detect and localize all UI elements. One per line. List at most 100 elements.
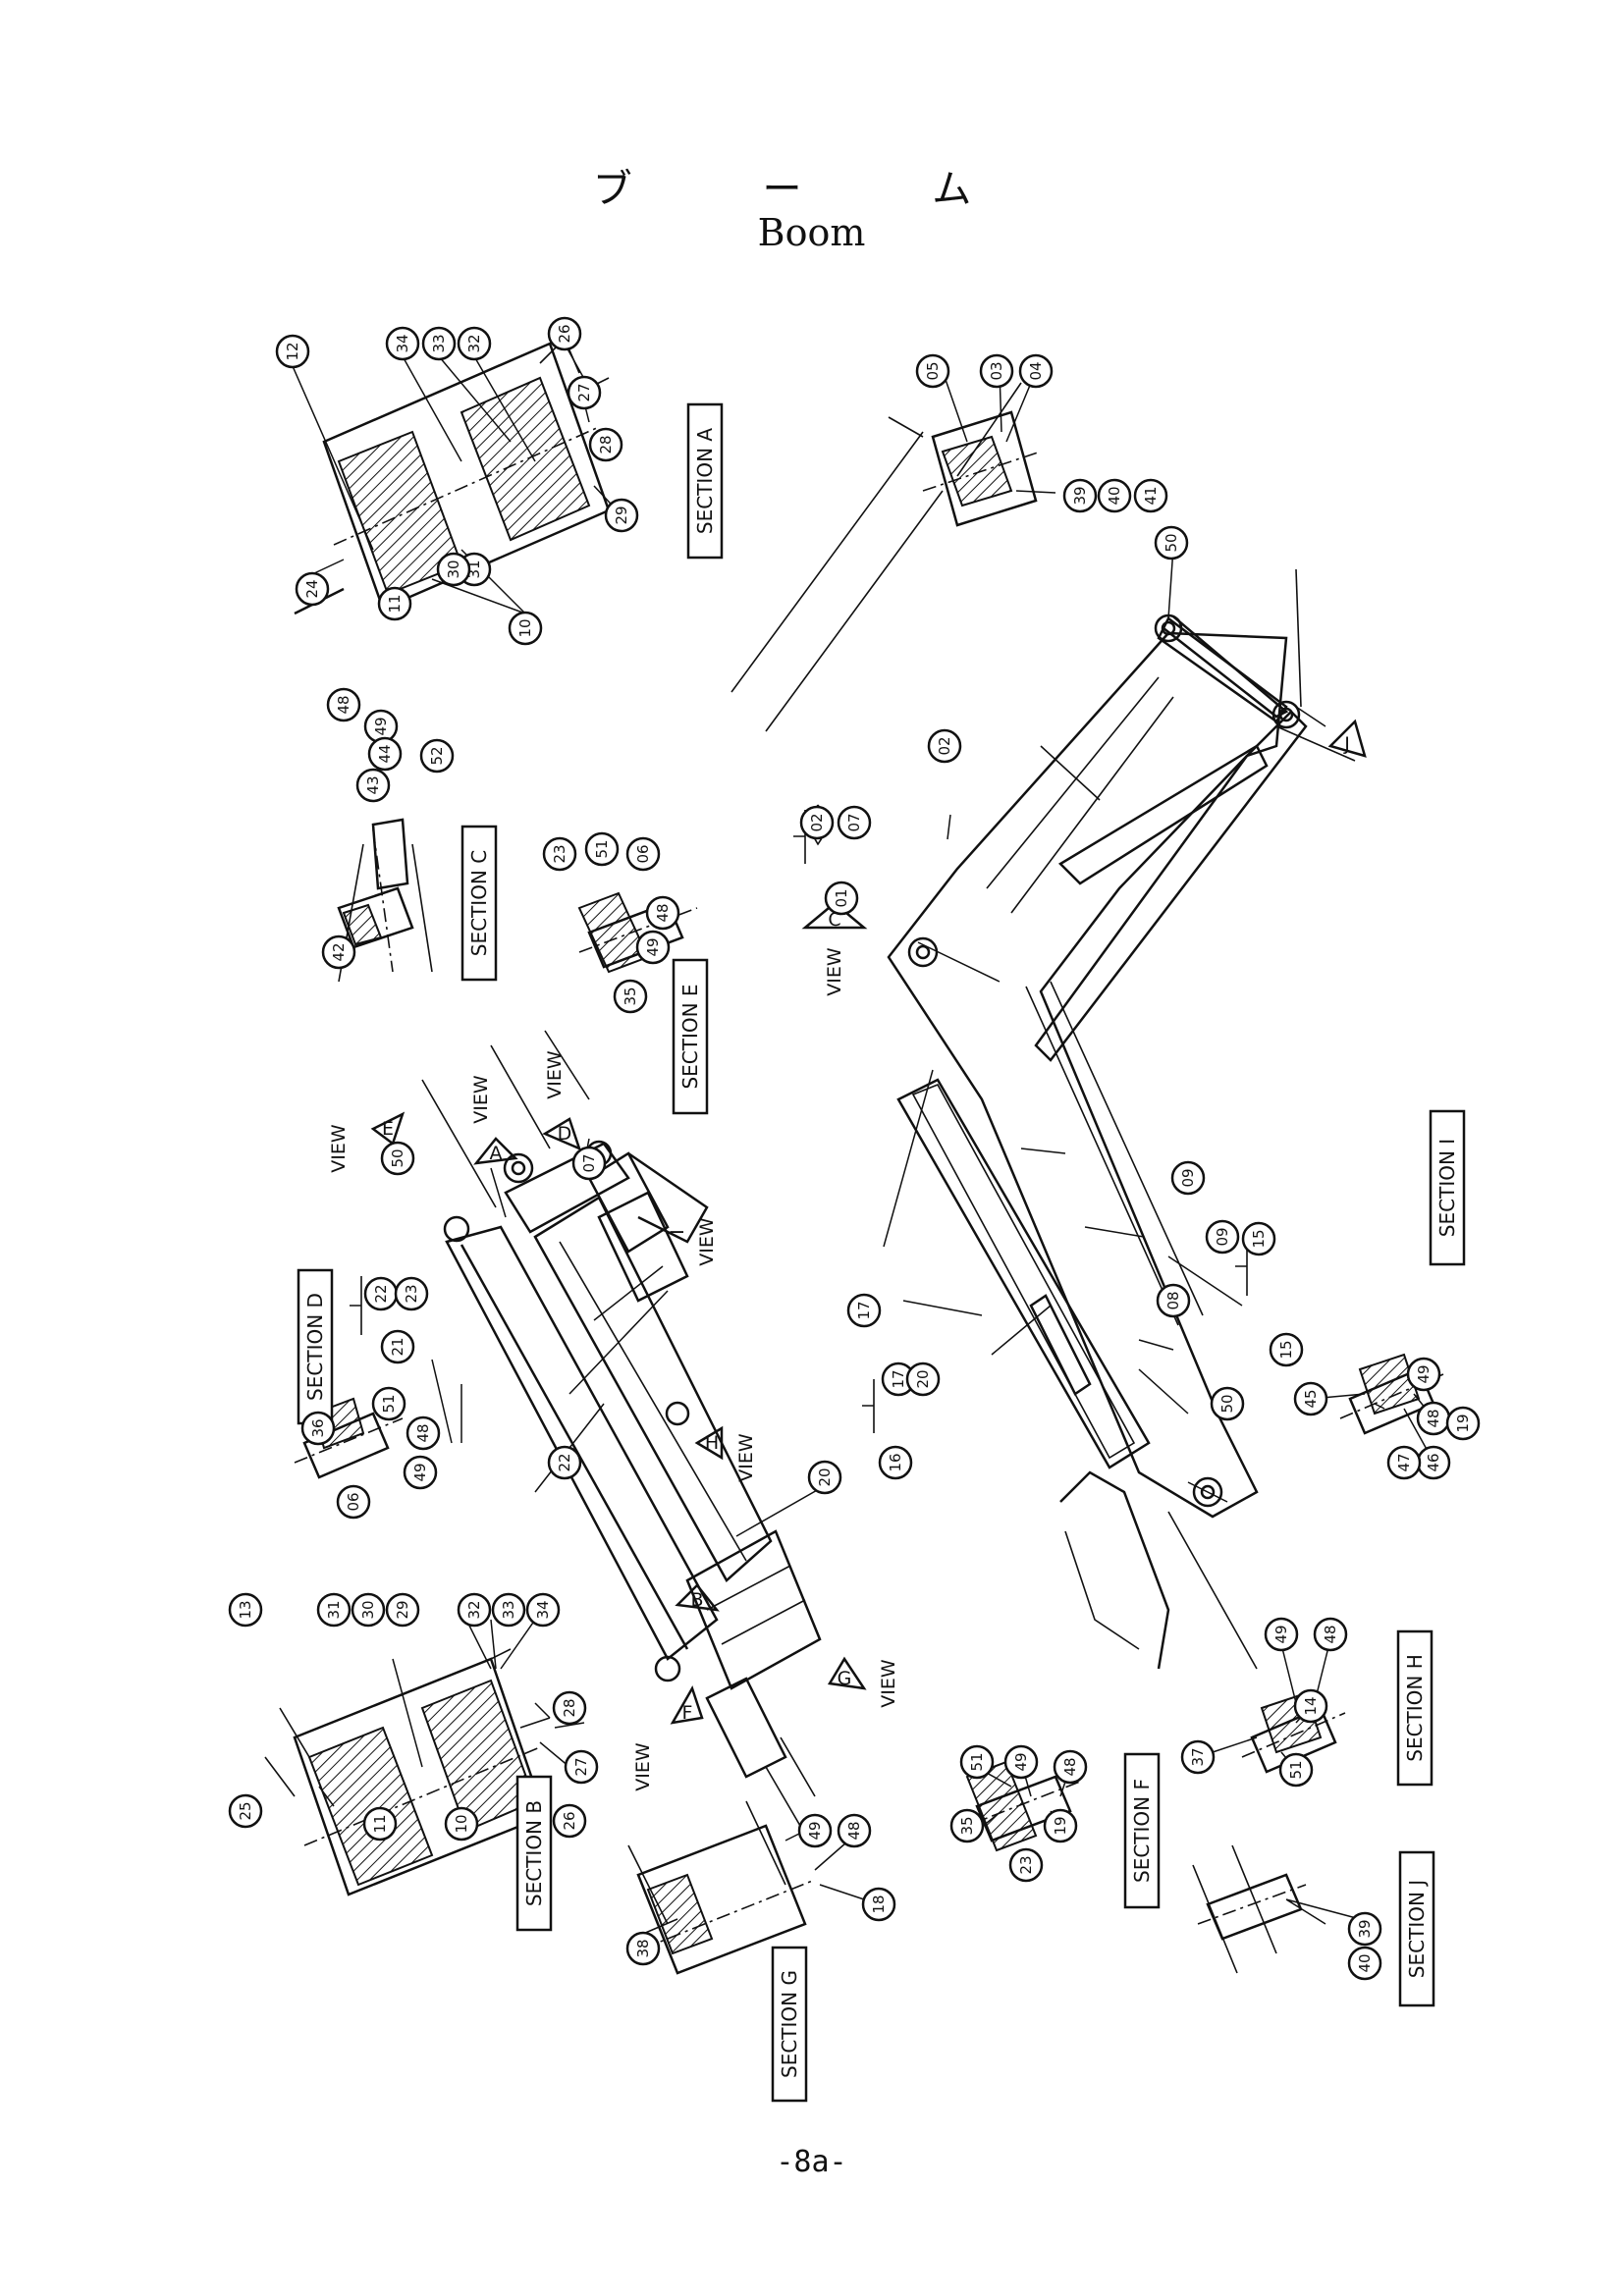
part-number-43: 43 bbox=[355, 768, 391, 803]
section-label-j: SECTION J bbox=[1398, 1850, 1435, 2007]
part-number-20: 20 bbox=[807, 1460, 842, 1495]
svg-text:48: 48 bbox=[845, 1821, 863, 1840]
svg-text:13: 13 bbox=[237, 1600, 254, 1619]
section-label-a: SECTION A bbox=[686, 402, 724, 560]
svg-text:29: 29 bbox=[394, 1600, 411, 1619]
part-number-12: 12 bbox=[275, 334, 310, 369]
part-number-31: 31 bbox=[316, 1592, 352, 1628]
view-d-marker: D VIEW bbox=[542, 1050, 582, 1151]
svg-text:VIEW: VIEW bbox=[735, 1433, 757, 1482]
part-number-48: 48 bbox=[645, 895, 680, 931]
view-b-marker: B bbox=[675, 1583, 720, 1612]
view-g-marker: G VIEW bbox=[827, 1656, 899, 1708]
section-c-detail bbox=[337, 818, 433, 983]
title-japanese: ブ ー ム bbox=[592, 167, 1031, 212]
svg-text:46: 46 bbox=[1425, 1453, 1442, 1471]
part-number-17: 17 bbox=[881, 1362, 916, 1397]
svg-text:05: 05 bbox=[924, 361, 942, 380]
svg-text:51: 51 bbox=[968, 1752, 986, 1771]
part-number-18: 18 bbox=[861, 1887, 896, 1922]
svg-text:04: 04 bbox=[1027, 361, 1045, 380]
part-number-19: 19 bbox=[1043, 1808, 1078, 1843]
section-label-f: SECTION F bbox=[1123, 1752, 1161, 1909]
section-label-e: SECTION E bbox=[672, 958, 709, 1115]
section-labels: SECTION A SECTION B SECTION C SECTION D … bbox=[297, 402, 1466, 2103]
part-number-48: 48 bbox=[1053, 1749, 1088, 1785]
part-number-04: 04 bbox=[1018, 353, 1054, 389]
svg-text:33: 33 bbox=[500, 1600, 517, 1619]
svg-text:E: E bbox=[382, 1118, 394, 1140]
section-label-c: SECTION C bbox=[460, 825, 498, 982]
part-number-19: 19 bbox=[1445, 1406, 1481, 1441]
svg-text:VIEW: VIEW bbox=[632, 1742, 654, 1791]
svg-text:SECTION J: SECTION J bbox=[1405, 1880, 1429, 1978]
part-number-39: 39 bbox=[1347, 1911, 1382, 1947]
svg-text:SECTION G: SECTION G bbox=[778, 1970, 801, 2078]
svg-text:22: 22 bbox=[556, 1453, 573, 1471]
svg-text:12: 12 bbox=[284, 342, 301, 360]
svg-text:49: 49 bbox=[644, 937, 662, 956]
svg-text:48: 48 bbox=[1425, 1409, 1442, 1427]
part-number-34: 34 bbox=[525, 1592, 561, 1628]
section-label-g: SECTION G bbox=[771, 1946, 808, 2103]
part-number-09: 09 bbox=[1170, 1160, 1206, 1196]
part-number-37: 37 bbox=[1180, 1739, 1216, 1775]
svg-text:19: 19 bbox=[1052, 1816, 1069, 1835]
svg-text:20: 20 bbox=[816, 1468, 834, 1486]
svg-text:48: 48 bbox=[1061, 1757, 1079, 1776]
svg-text:06: 06 bbox=[634, 844, 652, 863]
part-number-27: 27 bbox=[564, 1749, 599, 1785]
part-number-17: 17 bbox=[846, 1293, 882, 1328]
part-number-28: 28 bbox=[552, 1690, 587, 1726]
part-number-49: 49 bbox=[363, 709, 399, 744]
part-number-28: 28 bbox=[588, 427, 623, 462]
svg-text:48: 48 bbox=[654, 903, 672, 922]
part-number-42: 42 bbox=[321, 934, 356, 970]
view-markers: A VIEW B C VIEW D VIEW E VIEW F VIEW bbox=[328, 719, 1367, 1791]
svg-text:09: 09 bbox=[1214, 1227, 1231, 1246]
svg-text:SECTION F: SECTION F bbox=[1130, 1779, 1154, 1883]
svg-text:G: G bbox=[838, 1668, 852, 1689]
part-number-49: 49 bbox=[1264, 1617, 1299, 1652]
svg-text:41: 41 bbox=[1142, 486, 1160, 505]
svg-text:32: 32 bbox=[465, 1600, 483, 1619]
view-e-marker: E VIEW bbox=[328, 1111, 406, 1173]
svg-text:F: F bbox=[682, 1702, 693, 1724]
svg-text:D: D bbox=[558, 1123, 572, 1145]
svg-text:49: 49 bbox=[372, 717, 390, 735]
part-number-47: 47 bbox=[1386, 1445, 1422, 1480]
svg-text:39: 39 bbox=[1356, 1919, 1374, 1938]
part-number-32: 32 bbox=[457, 326, 492, 361]
part-number-52: 52 bbox=[419, 738, 455, 774]
page-number: -8a- bbox=[776, 2145, 847, 2179]
part-number-26: 26 bbox=[552, 1803, 587, 1839]
svg-text:28: 28 bbox=[597, 435, 615, 454]
view-f-marker: F VIEW bbox=[632, 1684, 704, 1791]
svg-text:18: 18 bbox=[870, 1895, 888, 1913]
svg-text:50: 50 bbox=[389, 1148, 406, 1167]
svg-text:47: 47 bbox=[1395, 1453, 1413, 1471]
part-number-33: 33 bbox=[421, 326, 457, 361]
part-number-07: 07 bbox=[837, 805, 872, 840]
svg-text:42: 42 bbox=[330, 942, 348, 961]
svg-text:10: 10 bbox=[453, 1814, 470, 1833]
svg-text:27: 27 bbox=[572, 1757, 590, 1776]
svg-text:38: 38 bbox=[634, 1939, 652, 1957]
view-j-marker: J bbox=[1327, 719, 1367, 758]
part-number-08: 08 bbox=[1156, 1283, 1191, 1318]
svg-text:VIEW: VIEW bbox=[878, 1659, 899, 1708]
svg-text:49: 49 bbox=[1012, 1752, 1030, 1771]
svg-text:49: 49 bbox=[1272, 1625, 1290, 1643]
section-j-detail bbox=[1192, 1844, 1307, 1974]
svg-text:06: 06 bbox=[345, 1492, 362, 1511]
svg-text:43: 43 bbox=[364, 775, 382, 794]
svg-text:50: 50 bbox=[1218, 1394, 1236, 1413]
svg-text:51: 51 bbox=[380, 1394, 398, 1413]
part-number-48: 48 bbox=[1416, 1401, 1451, 1436]
view-a-marker: A VIEW bbox=[470, 1075, 518, 1165]
part-number-48: 48 bbox=[406, 1415, 441, 1451]
part-number-01: 01 bbox=[824, 881, 859, 916]
svg-text:39: 39 bbox=[1071, 486, 1089, 505]
part-number-26: 26 bbox=[547, 316, 582, 351]
